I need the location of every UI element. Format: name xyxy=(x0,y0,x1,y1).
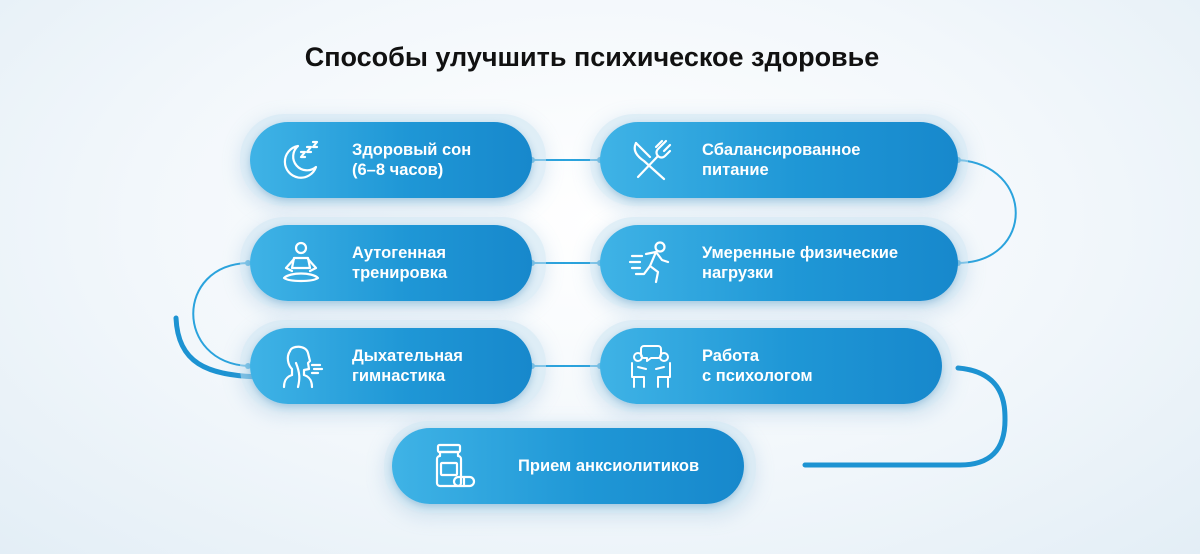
item-label: Дыхательная гимнастика xyxy=(352,347,463,385)
connector-3-5 xyxy=(192,262,249,367)
connector-6-7 xyxy=(802,365,1008,468)
item-physical-activity: Умеренные физические нагрузки xyxy=(600,225,958,301)
breathing-head-icon xyxy=(278,343,324,389)
moon-sleep-icon xyxy=(278,137,324,183)
page-title: Способы улучшить психическое здоровье xyxy=(304,42,880,72)
item-label: Аутогенная тренировка xyxy=(352,244,448,282)
item-label: Работа с психологом xyxy=(702,347,813,385)
meditation-icon xyxy=(278,240,324,286)
item-label: Здоровый сон (6–8 часов) xyxy=(352,141,472,179)
item-autogenic-training: Аутогенная тренировка xyxy=(250,225,532,301)
running-person-icon xyxy=(628,240,674,286)
item-breathing-exercises: Дыхательная гимнастика xyxy=(250,328,532,404)
item-label: Прием анксиолитиков xyxy=(518,457,700,475)
connector-2-4 xyxy=(957,159,1017,264)
item-balanced-nutrition: Сбалансированное питание xyxy=(600,122,958,198)
item-anxiolytics: Прием анксиолитиков xyxy=(392,428,744,504)
item-healthy-sleep: Здоровый сон (6–8 часов) xyxy=(250,122,532,198)
item-label: Сбалансированное питание xyxy=(702,141,861,179)
conversation-icon xyxy=(628,343,674,389)
item-psychologist: Работа с психологом xyxy=(600,328,942,404)
item-label: Умеренные физические нагрузки xyxy=(702,244,899,282)
fork-knife-icon xyxy=(628,137,674,183)
pill-bottle-icon xyxy=(432,443,478,489)
